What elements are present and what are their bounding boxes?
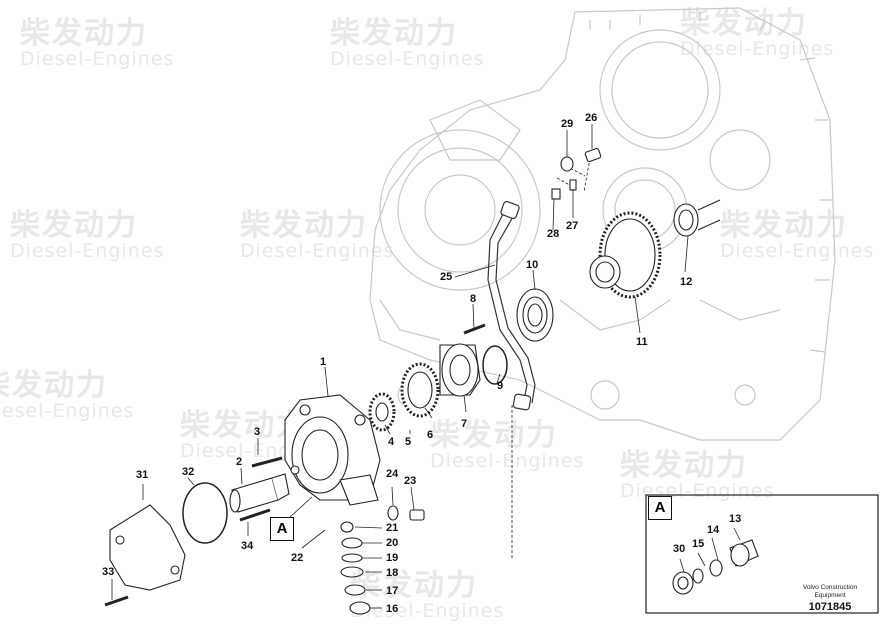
part-label-7: 7 bbox=[461, 418, 468, 430]
part-label-17: 17 bbox=[386, 585, 399, 597]
part-label-12: 12 bbox=[680, 276, 693, 288]
part-label-34: 34 bbox=[241, 540, 254, 552]
gasket bbox=[182, 482, 228, 544]
part-label-25: 25 bbox=[440, 271, 453, 283]
part-label-8: 8 bbox=[470, 293, 477, 305]
part-label-21: 21 bbox=[386, 522, 399, 534]
part-label-2: 2 bbox=[236, 456, 243, 468]
detail-inset-parts bbox=[672, 539, 759, 595]
part-label-23: 23 bbox=[404, 475, 417, 487]
part-label-20: 20 bbox=[386, 537, 399, 549]
ring-gear bbox=[400, 362, 440, 418]
part-label-5: 5 bbox=[405, 436, 412, 448]
part-label-18: 18 bbox=[386, 567, 399, 579]
part-label-33: 33 bbox=[102, 566, 115, 578]
detail-inset-frame bbox=[645, 494, 879, 614]
part-label-27: 27 bbox=[566, 220, 579, 232]
part-label-3: 3 bbox=[254, 426, 261, 438]
part-label-9: 9 bbox=[497, 380, 504, 392]
assembly-dash-lines bbox=[511, 157, 591, 558]
pump-flange bbox=[439, 343, 481, 397]
bolt bbox=[104, 595, 129, 607]
part-label-10: 10 bbox=[526, 259, 539, 271]
bearing bbox=[516, 288, 554, 342]
part-label-24: 24 bbox=[386, 468, 399, 480]
part-label-13: 13 bbox=[729, 513, 742, 525]
bolt bbox=[463, 323, 486, 335]
part-label-6: 6 bbox=[427, 429, 434, 441]
pump-cover bbox=[109, 504, 186, 591]
part-label-14: 14 bbox=[707, 524, 720, 536]
part-label-4: 4 bbox=[388, 436, 395, 448]
part-label-16: 16 bbox=[386, 603, 399, 615]
part-label-1: 1 bbox=[320, 356, 327, 368]
relief-valve-parts bbox=[340, 521, 371, 615]
part-label-30: 30 bbox=[673, 543, 686, 555]
leader-lines bbox=[111, 124, 741, 609]
detail-callout-main: A bbox=[270, 517, 294, 541]
part-label-19: 19 bbox=[386, 552, 399, 564]
publisher-credit: Volvo Construction Equipment bbox=[780, 584, 880, 600]
fitting-parts bbox=[551, 147, 602, 200]
pump-shaft bbox=[229, 473, 290, 513]
part-label-31: 31 bbox=[136, 469, 149, 481]
idler-gear bbox=[589, 199, 721, 299]
part-label-22: 22 bbox=[291, 552, 304, 564]
bolt bbox=[239, 508, 271, 522]
document-number: 1071845 bbox=[808, 601, 852, 613]
detail-callout-inset: A bbox=[648, 496, 672, 520]
credit-line-1: Volvo Construction bbox=[802, 584, 858, 591]
part-label-26: 26 bbox=[585, 112, 598, 124]
o-ring bbox=[482, 345, 508, 385]
drive-gear bbox=[368, 392, 396, 432]
part-label-11: 11 bbox=[636, 336, 648, 348]
part-label-28: 28 bbox=[547, 228, 560, 240]
oil-pipe bbox=[487, 200, 536, 411]
part-label-29: 29 bbox=[561, 118, 574, 130]
part-label-15: 15 bbox=[692, 538, 705, 550]
part-label-32: 32 bbox=[182, 466, 195, 478]
bolt bbox=[251, 456, 283, 468]
pump-housing bbox=[284, 394, 381, 506]
plug-parts bbox=[387, 505, 425, 521]
credit-line-2: Equipment bbox=[814, 592, 846, 599]
